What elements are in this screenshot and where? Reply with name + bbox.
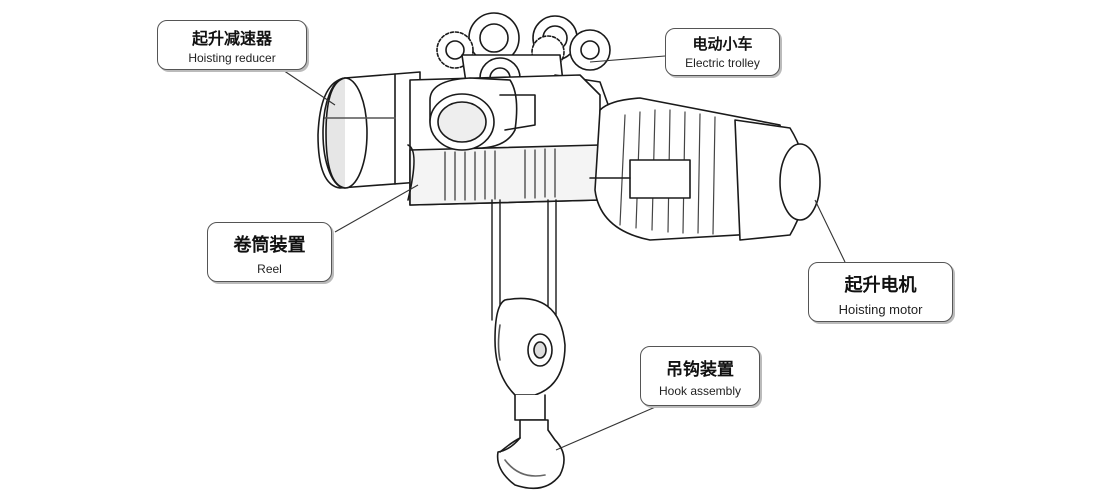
callout-hoisting-reducer: 起升减速器 Hoisting reducer [157,20,307,70]
electric-trolley-cn: 电动小车 [692,35,753,53]
hoist-cables [491,199,557,321]
hoisting-reducer-en: Hoisting reducer [188,51,276,65]
leader-electric-trolley [589,55,666,63]
leader-hook-assembly [555,404,661,451]
reel-cn: 卷筒装置 [233,235,306,256]
control-box [429,77,536,151]
reducer-housing [317,71,421,189]
leader-reel [334,184,419,233]
callout-reel: 卷筒装置 Reel [207,222,332,282]
hook-assembly-en: Hook assembly [658,384,742,398]
reel-en: Reel [257,262,282,276]
leader-hoisting-motor [814,199,846,263]
hoisting-reducer-cn: 起升减速器 [191,29,272,48]
callout-hoisting-motor: 起升电机 Hoisting motor [808,262,953,322]
electric-trolley-en: Electric trolley [685,56,760,70]
hoisting-motor-body [589,97,821,241]
hook [496,419,565,490]
hook-block [494,297,566,421]
trolley-wheels [436,12,611,71]
hoisting-motor-cn: 起升电机 [844,275,917,296]
hoisting-motor-en: Hoisting motor [838,302,923,317]
callout-hook-assembly: 吊钩装置 Hook assembly [640,346,760,406]
hook-assembly-cn: 吊钩装置 [666,360,734,380]
callout-electric-trolley: 电动小车 Electric trolley [665,28,780,76]
